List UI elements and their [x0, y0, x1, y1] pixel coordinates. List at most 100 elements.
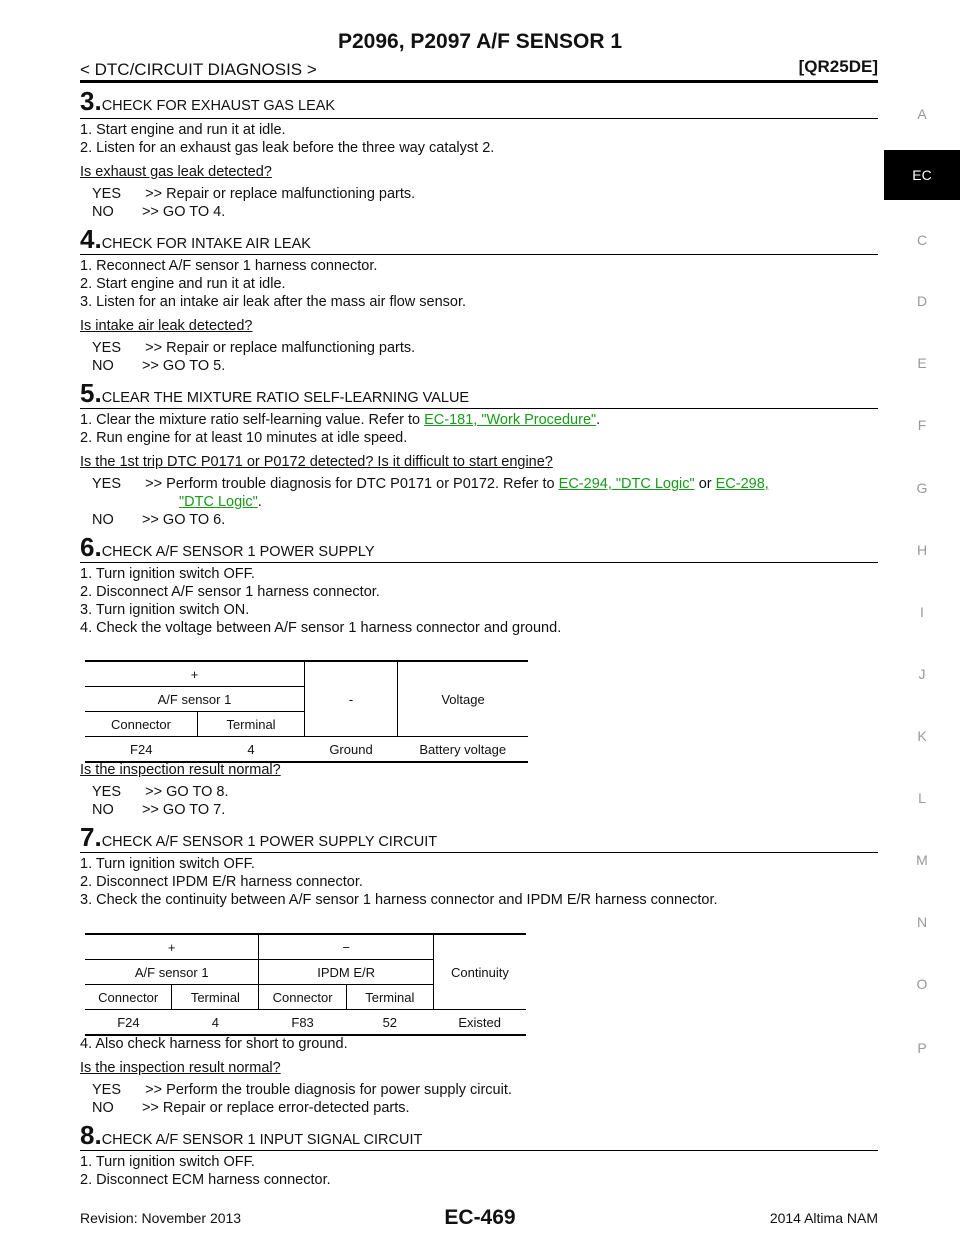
col-connector: Connector: [85, 984, 172, 1010]
tab-m[interactable]: M: [916, 852, 928, 868]
table-row: F24 4 Ground Battery voltage: [85, 737, 528, 763]
instruction: 1. Start engine and run it at idle.: [80, 122, 286, 138]
step-3-heading: 3.CHECK FOR EXHAUST GAS LEAK: [80, 86, 336, 116]
cell: 52: [382, 1014, 398, 1030]
step-rule: [80, 562, 878, 563]
tab-n[interactable]: N: [916, 914, 928, 930]
col-plus: +: [85, 934, 259, 960]
step-rule: [80, 1150, 878, 1151]
question: Is the inspection result normal?: [80, 1060, 281, 1076]
cell: F24: [117, 1014, 140, 1030]
cell: 4: [247, 741, 255, 757]
instruction: 1. Reconnect A/F sensor 1 harness connec…: [80, 258, 378, 274]
link-work-procedure[interactable]: EC-181, "Work Procedure": [424, 412, 597, 428]
cell: 4: [211, 1014, 219, 1030]
answer-yes: YES >> Repair or replace malfunctioning …: [92, 186, 416, 202]
step-5-heading: 5.CLEAR THE MIXTURE RATIO SELF-LEARNING …: [80, 378, 470, 408]
instruction: 2. Start engine and run it at idle.: [80, 276, 286, 292]
col-sensor: A/F sensor 1: [85, 959, 259, 985]
cell: F83: [291, 1014, 314, 1030]
col-terminal: Terminal: [171, 984, 259, 1010]
instruction: 4. Also check harness for short to groun…: [80, 1036, 348, 1052]
section-label: < DTC/CIRCUIT DIAGNOSIS >: [80, 60, 317, 79]
col-sensor: A/F sensor 1: [85, 686, 305, 712]
tab-l[interactable]: L: [918, 790, 926, 806]
cell: F24: [130, 741, 153, 757]
link-dtc-logic-298[interactable]: EC-298,: [715, 476, 769, 492]
step-rule: [80, 852, 878, 853]
instruction: 2. Disconnect ECM harness connector.: [80, 1172, 331, 1188]
tab-o[interactable]: O: [916, 976, 928, 992]
answer-no: NO >> GO TO 7.: [92, 802, 226, 818]
instruction: 1. Turn ignition switch OFF.: [80, 1154, 255, 1170]
instruction: 1. Turn ignition switch OFF.: [80, 856, 255, 872]
tab-c[interactable]: C: [916, 232, 928, 248]
answer-yes: YES >> GO TO 8.: [92, 784, 229, 800]
instruction: 2. Disconnect IPDM E/R harness connector…: [80, 874, 363, 890]
col-continuity: Continuity: [432, 934, 526, 1010]
instruction: 4. Check the voltage between A/F sensor …: [80, 620, 562, 636]
revision-date: Revision: November 2013: [80, 1210, 242, 1226]
tab-a[interactable]: A: [917, 106, 927, 122]
step-7-heading: 7.CHECK A/F SENSOR 1 POWER SUPPLY CIRCUI…: [80, 822, 438, 852]
instruction: 1. Clear the mixture ratio self-learning…: [80, 412, 601, 428]
instruction: 3. Listen for an intake air leak after t…: [80, 294, 467, 310]
page-title: P2096, P2097 A/F SENSOR 1: [337, 30, 623, 53]
question: Is the inspection result normal?: [80, 762, 281, 778]
answer-yes: YES >> Perform the trouble diagnosis for…: [92, 1082, 512, 1098]
col-connector: Connector: [258, 984, 347, 1010]
step-rule: [80, 254, 878, 255]
tab-k[interactable]: K: [917, 728, 927, 744]
instruction: 2. Run engine for at least 10 minutes at…: [80, 430, 408, 446]
instruction: 2. Listen for an exhaust gas leak before…: [80, 140, 495, 156]
engine-code: [QR25DE]: [798, 57, 878, 76]
answer-yes: YES >> Repair or replace malfunctioning …: [92, 340, 416, 356]
instruction: 2. Disconnect A/F sensor 1 harness conne…: [80, 584, 380, 600]
answer-no: NO >> GO TO 4.: [92, 204, 226, 220]
tab-ec[interactable]: EC: [884, 150, 960, 200]
col-connector: Connector: [85, 711, 198, 737]
cell: Existed: [458, 1014, 501, 1030]
step-rule: [80, 408, 878, 409]
tab-h[interactable]: H: [916, 542, 928, 558]
link-dtc-logic-298-cont[interactable]: "DTC Logic": [179, 494, 258, 510]
col-minus: −: [258, 934, 434, 960]
col-voltage: Voltage: [397, 661, 528, 737]
question: Is the 1st trip DTC P0171 or P0172 detec…: [80, 454, 553, 470]
answer-no: NO >> Repair or replace error-detected p…: [92, 1100, 410, 1116]
step-rule: [80, 118, 878, 119]
cell: Battery voltage: [419, 741, 507, 757]
tab-f[interactable]: F: [917, 417, 927, 433]
tab-p[interactable]: P: [917, 1040, 927, 1056]
page-number: EC-469: [444, 1206, 516, 1229]
tab-g[interactable]: G: [916, 480, 928, 496]
col-ipdm: IPDM E/R: [258, 959, 434, 985]
step-8-heading: 8.CHECK A/F SENSOR 1 INPUT SIGNAL CIRCUI…: [80, 1120, 423, 1150]
tab-j[interactable]: J: [918, 666, 926, 682]
step-6-heading: 6.CHECK A/F SENSOR 1 POWER SUPPLY: [80, 532, 375, 562]
answer-yes: YES >> Perform trouble diagnosis for DTC…: [92, 476, 769, 492]
continuity-table: + − Continuity A/F sensor 1 IPDM E/R Con…: [85, 933, 526, 1036]
question: Is exhaust gas leak detected?: [80, 164, 272, 180]
col-terminal: Terminal: [197, 711, 305, 737]
answer-no: NO >> GO TO 6.: [92, 512, 226, 528]
instruction: 1. Turn ignition switch OFF.: [80, 566, 255, 582]
cell: Ground: [329, 741, 373, 757]
instruction: 3. Turn ignition switch ON.: [80, 602, 250, 618]
instruction: 3. Check the continuity between A/F sens…: [80, 892, 718, 908]
link-dtc-logic-294[interactable]: EC-294, "DTC Logic": [558, 476, 695, 492]
tab-e[interactable]: E: [917, 355, 927, 371]
question: Is intake air leak detected?: [80, 318, 253, 334]
col-minus: -: [304, 661, 398, 737]
voltage-table: + - Voltage A/F sensor 1 Connector Termi…: [85, 660, 528, 763]
tab-i[interactable]: I: [920, 604, 924, 620]
header-rule: [80, 80, 878, 83]
col-terminal: Terminal: [345, 984, 434, 1010]
table-row: F24 4 F83 52 Existed: [85, 1010, 526, 1036]
step-4-heading: 4.CHECK FOR INTAKE AIR LEAK: [80, 224, 311, 254]
model-name: 2014 Altima NAM: [769, 1210, 878, 1226]
answer-no: NO >> GO TO 5.: [92, 358, 226, 374]
col-plus: +: [85, 661, 305, 687]
answer-yes-cont: "DTC Logic".: [179, 494, 262, 510]
tab-d[interactable]: D: [916, 293, 928, 309]
